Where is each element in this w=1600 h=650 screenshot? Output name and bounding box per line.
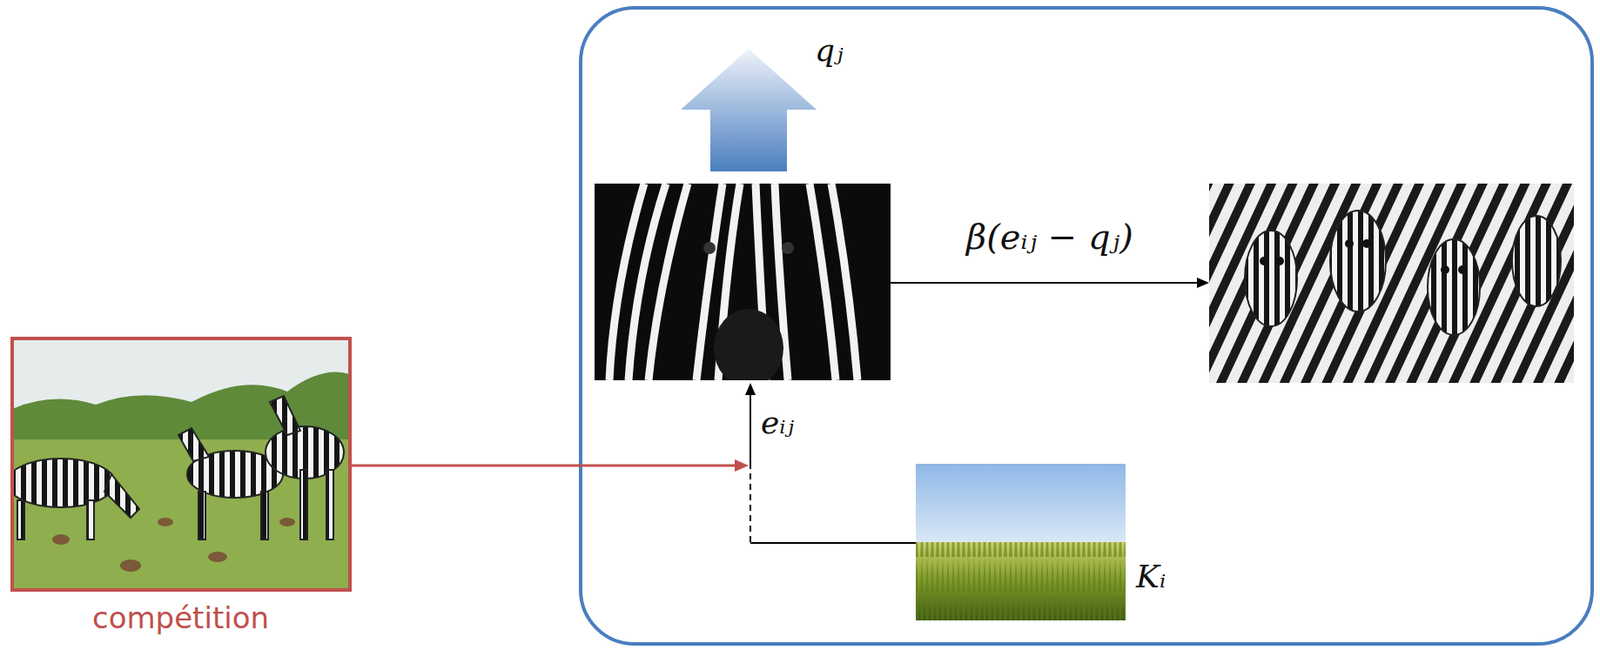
system-frame xyxy=(580,7,1593,645)
zebra-face-photo xyxy=(594,183,891,381)
flow-rate-label: β(eᵢⱼ − qⱼ) xyxy=(966,215,1134,258)
outflow-arrow xyxy=(680,48,817,172)
intake-label: eᵢⱼ xyxy=(760,403,794,442)
zebra-herd-photo xyxy=(1209,183,1574,384)
grass-photo xyxy=(915,463,1126,621)
competition-box: compétition xyxy=(10,336,352,592)
competition-photo xyxy=(12,338,350,591)
variable-label: Kᵢ xyxy=(1136,557,1166,596)
resource-box: Kᵢ xyxy=(915,463,1126,621)
box-caption: compétition xyxy=(92,600,269,637)
outflow-label: qⱼ xyxy=(814,31,844,69)
